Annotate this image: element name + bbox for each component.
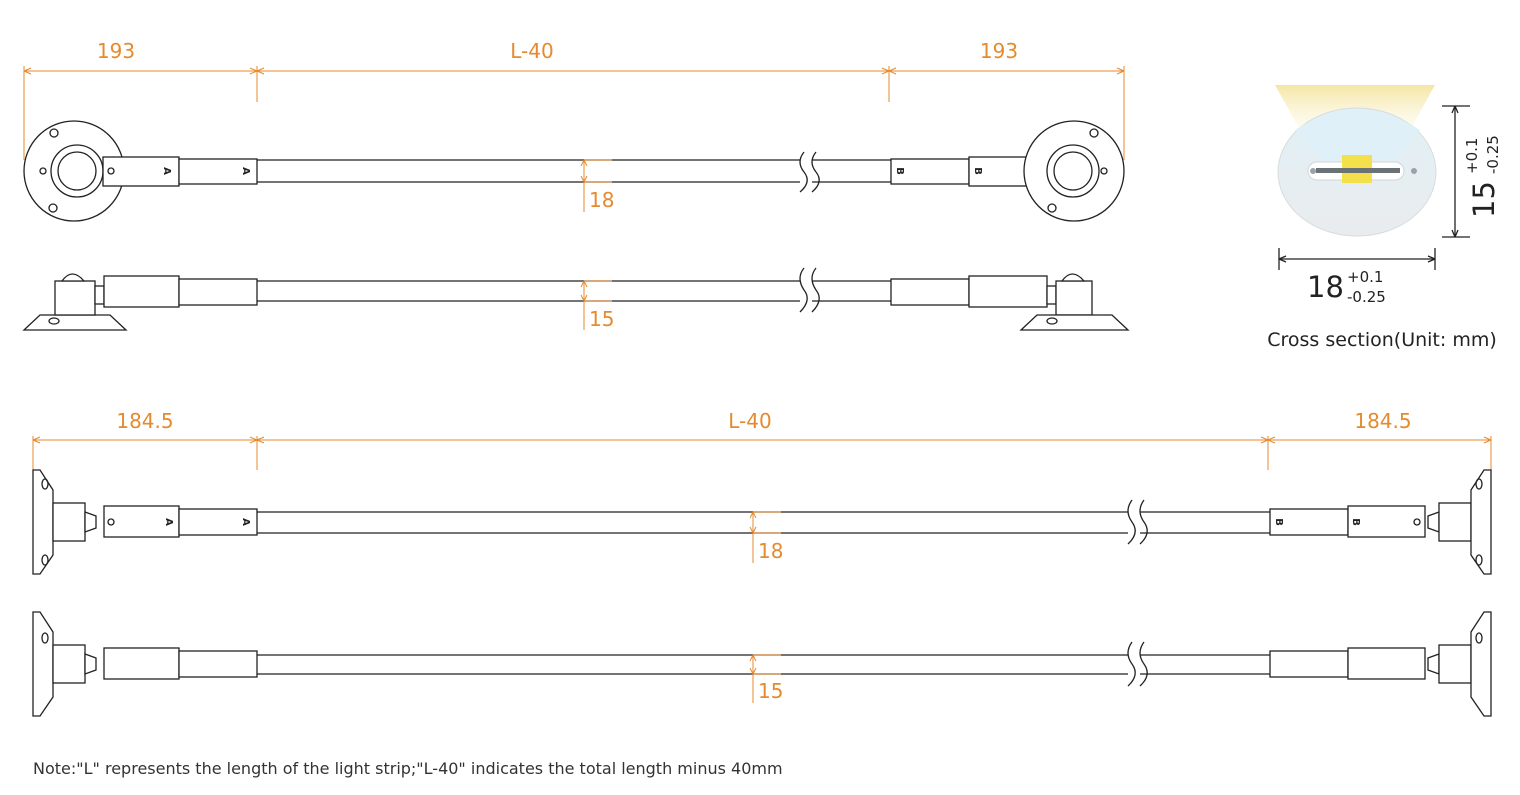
cross-height-label: 15 +0.1 -0.25 — [1463, 135, 1502, 218]
right-base — [1019, 314, 1130, 331]
end-tag-b: B — [1273, 518, 1284, 526]
wall-top-view: 184.5 L-40 184.5 A A 18 B B — [32, 409, 1492, 575]
left-connector-side — [103, 275, 180, 308]
wall-dim-left: 184.5 — [116, 409, 173, 433]
end-tag-a: A — [163, 518, 174, 526]
svg-text:-0.25: -0.25 — [1484, 135, 1502, 174]
left-end-cap — [178, 158, 258, 185]
height-label: 15 — [589, 307, 614, 331]
svg-text:-0.25: -0.25 — [1347, 288, 1386, 306]
cross-section-caption: Cross section(Unit: mm) — [1267, 329, 1497, 351]
left-wall-plate-side — [32, 611, 54, 717]
wall-right-connector — [1347, 505, 1426, 538]
side-view: 15 — [22, 267, 1130, 331]
height-dimension — [580, 280, 612, 330]
left-base — [22, 314, 128, 331]
end-tag-b: B — [1350, 518, 1361, 526]
right-end-cap — [890, 158, 970, 185]
top-view: 193 L-40 193 A A — [23, 39, 1125, 222]
left-mount-plate — [23, 120, 125, 222]
end-tag-a: A — [240, 167, 251, 175]
wall-height-dimension — [749, 654, 781, 703]
svg-text:15: 15 — [1467, 181, 1501, 218]
wall-left-connector — [103, 505, 180, 538]
dim-middle-length: L-40 — [510, 39, 553, 63]
dim-left-length: 193 — [97, 39, 135, 63]
width-dimension — [580, 159, 612, 212]
wall-left-end-cap — [178, 508, 258, 536]
top-view-dimensions — [23, 66, 1125, 160]
end-tag-a: A — [161, 167, 172, 175]
right-connector-side — [968, 275, 1048, 308]
right-mount-plate — [1023, 120, 1125, 222]
wall-dim-middle: L-40 — [728, 409, 771, 433]
cross-width-label: 18 +0.1 -0.25 — [1307, 268, 1386, 306]
end-tag-b: B — [894, 167, 905, 175]
left-wall-plate — [32, 469, 54, 575]
light-strip — [257, 151, 891, 193]
wall-width-dimension — [749, 511, 781, 563]
wall-top-dimensions — [32, 436, 1492, 470]
dim-right-length: 193 — [980, 39, 1018, 63]
wall-dim-right: 184.5 — [1354, 409, 1411, 433]
wall-side-view: 15 — [32, 611, 1492, 717]
note-text: Note:"L" represents the length of the li… — [33, 759, 783, 778]
end-tag-b: B — [972, 167, 983, 175]
pcb-board — [1316, 168, 1400, 173]
wall-height-label: 15 — [758, 679, 783, 703]
wall-width-label: 18 — [758, 539, 783, 563]
svg-text:+0.1: +0.1 — [1347, 268, 1383, 286]
svg-text:+0.1: +0.1 — [1463, 138, 1481, 174]
right-wall-plate — [1470, 469, 1492, 575]
svg-text:18: 18 — [1307, 270, 1344, 304]
end-tag-a: A — [240, 518, 251, 526]
right-wall-plate-side — [1470, 611, 1492, 717]
cross-section: 15 +0.1 -0.25 18 +0.1 -0.25 Cross sectio… — [1267, 85, 1502, 351]
width-label: 18 — [589, 188, 614, 212]
